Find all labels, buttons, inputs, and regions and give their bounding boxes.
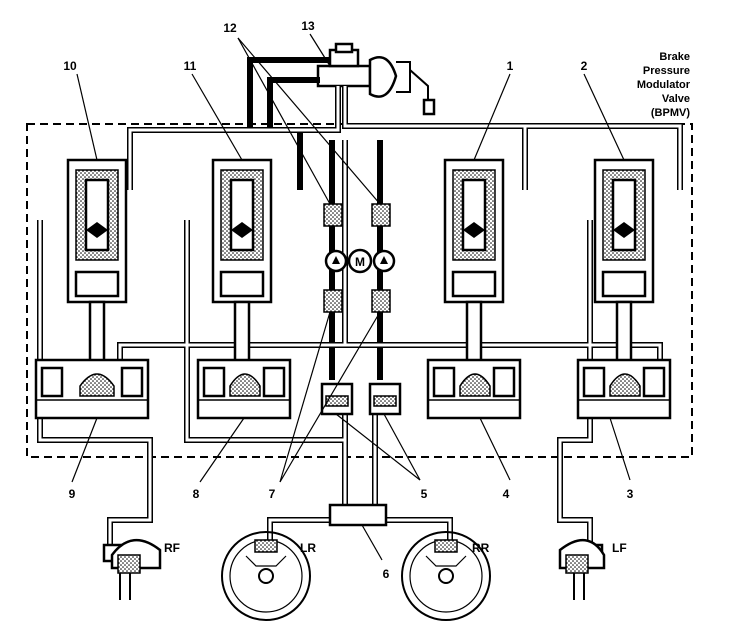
pump-pistons bbox=[320, 382, 402, 416]
pump-motor: M bbox=[324, 248, 396, 274]
hydraulic-lines bbox=[37, 57, 683, 560]
wheel-lr: LR bbox=[221, 531, 316, 621]
title-line-5: (BPMV) bbox=[651, 107, 690, 119]
callout-13: 13 bbox=[301, 19, 315, 33]
callout-12: 12 bbox=[223, 21, 237, 35]
junction-block bbox=[328, 503, 388, 527]
title-line-1: Brake bbox=[659, 51, 690, 63]
wheel-rf: RF bbox=[102, 539, 180, 600]
valve-assembly-1 bbox=[443, 158, 505, 304]
wheel-lf-label: LF bbox=[612, 541, 627, 555]
motor-piston-4 bbox=[426, 358, 522, 420]
wheel-rf-label: RF bbox=[164, 541, 180, 555]
motor-piston-9 bbox=[34, 358, 150, 420]
callout-2: 2 bbox=[581, 59, 588, 73]
title-line-3: Modulator bbox=[637, 79, 691, 91]
callout-5: 5 bbox=[421, 487, 428, 501]
isolation-valves bbox=[323, 203, 391, 313]
title-line-2: Pressure bbox=[643, 65, 690, 77]
callout-1: 1 bbox=[507, 59, 514, 73]
valve-assembly-10 bbox=[66, 158, 128, 304]
callout-7: 7 bbox=[269, 487, 276, 501]
valve-assembly-2 bbox=[593, 158, 655, 304]
callout-10: 10 bbox=[63, 59, 77, 73]
wheel-rr: RR bbox=[401, 531, 491, 621]
callout-numbers: 10 11 12 13 1 2 9 8 7 5 4 3 6 bbox=[63, 19, 633, 581]
callout-3: 3 bbox=[627, 487, 634, 501]
bpmv-title: Brake Pressure Modulator Valve (BPMV) bbox=[637, 51, 691, 119]
motor-piston-8 bbox=[196, 358, 292, 420]
wheel-rr-label: RR bbox=[472, 541, 490, 555]
valve-stems bbox=[88, 300, 633, 364]
callout-9: 9 bbox=[69, 487, 76, 501]
callout-11: 11 bbox=[184, 59, 197, 73]
callout-4: 4 bbox=[503, 487, 510, 501]
wheel-lr-label: LR bbox=[300, 541, 316, 555]
title-line-4: Valve bbox=[662, 93, 690, 105]
motor-piston-3 bbox=[576, 358, 672, 420]
motor-label: M bbox=[355, 255, 365, 269]
callout-leaders bbox=[71, 33, 631, 561]
master-cylinder bbox=[316, 42, 436, 116]
wheel-lf: LF bbox=[558, 539, 627, 600]
callout-6: 6 bbox=[383, 567, 390, 581]
valve-assembly-11 bbox=[211, 158, 273, 304]
callout-8: 8 bbox=[193, 487, 200, 501]
